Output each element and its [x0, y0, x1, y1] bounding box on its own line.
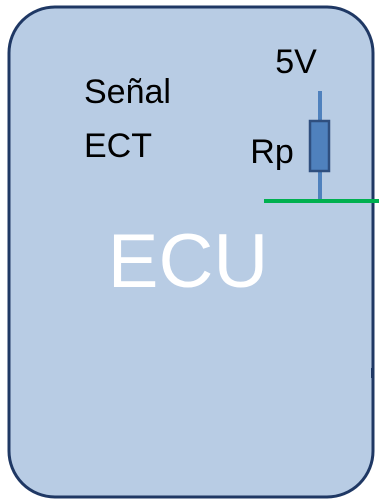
ecu-box: [7, 5, 375, 499]
pullup-resistor: [308, 119, 331, 173]
resistor-label: Rp: [250, 133, 293, 171]
signal-label-line1: Señal: [84, 73, 171, 111]
supply-voltage-label: 5V: [275, 43, 317, 81]
ecu-label: ECU: [108, 219, 268, 304]
signal-label-line2: ECT: [84, 127, 152, 165]
